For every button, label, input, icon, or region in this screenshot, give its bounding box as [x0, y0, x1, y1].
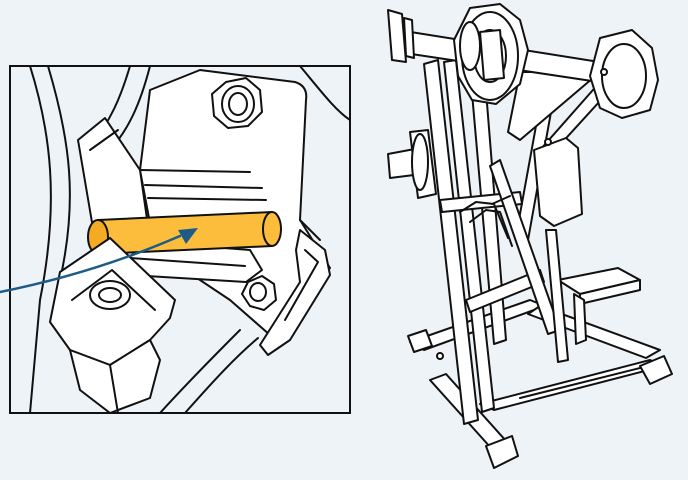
callout-arrow: [0, 228, 198, 294]
frame-bolt-icon: [544, 138, 552, 146]
top-weight-plate-icon: [453, 3, 529, 105]
right-clamp: [259, 229, 331, 356]
seat-pad: [557, 267, 641, 345]
frame-bolt-icon: [436, 352, 444, 360]
left-weight-horn-icon: [387, 129, 437, 199]
braces: [439, 71, 611, 335]
frame-lines: [29, 66, 350, 413]
nut-icon: [241, 275, 277, 311]
frame-bolt-icon: [600, 68, 608, 76]
low-row-machine: [387, 3, 673, 469]
detail-inset: [9, 65, 351, 414]
row-handles-icon: [459, 195, 513, 247]
seat-column: [545, 229, 569, 363]
chest-pad: [533, 137, 583, 227]
bearing-hole-icon: [89, 280, 131, 310]
top-bolt-icon: [211, 77, 263, 129]
arrow-head: [178, 228, 198, 244]
top-left-horn-icon: [387, 9, 415, 63]
inset-border: [9, 65, 351, 414]
base-frame: [407, 299, 673, 469]
side-weight-plate-icon: [589, 29, 659, 119]
